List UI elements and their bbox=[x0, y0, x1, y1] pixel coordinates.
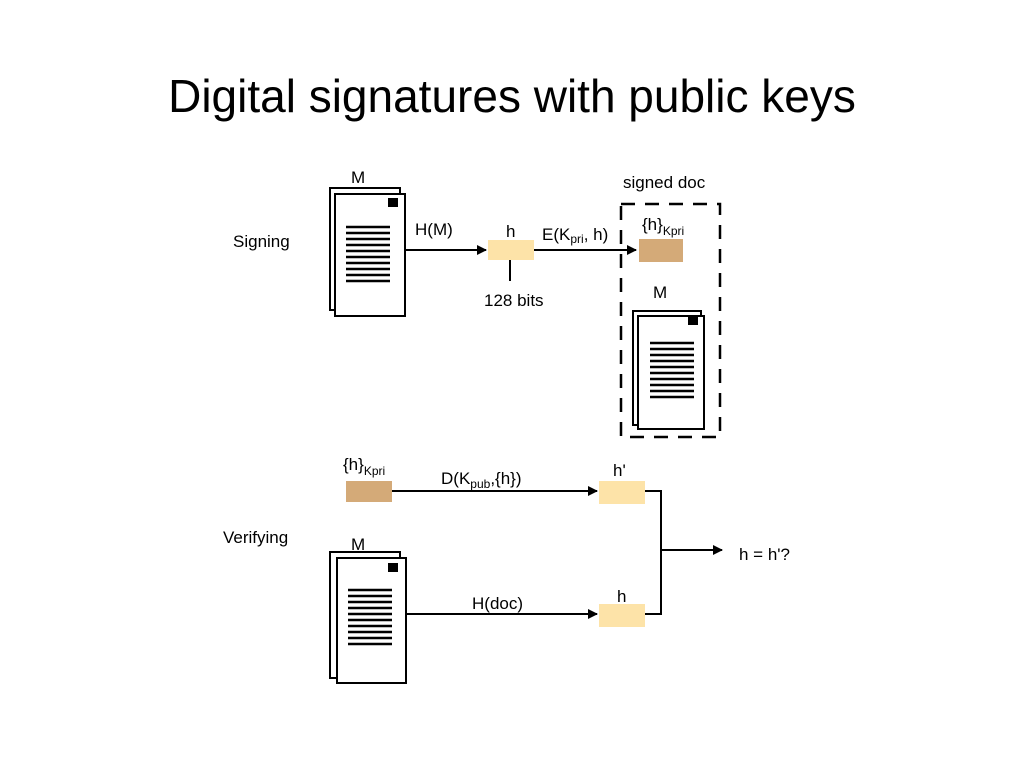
verify-h-box bbox=[599, 604, 645, 627]
signed-hash-sub: Kpri bbox=[663, 224, 684, 238]
verify-signed-hash-box bbox=[346, 481, 392, 502]
compare-label: h = h'? bbox=[739, 545, 790, 564]
verifying-label: Verifying bbox=[223, 528, 288, 547]
signing-label: Signing bbox=[233, 232, 290, 251]
signed-hash-box bbox=[639, 239, 683, 262]
decrypt-fn-sub: pub bbox=[470, 477, 490, 491]
signed-hash-main: {h} bbox=[642, 215, 663, 234]
decrypt-fn-main: D(K bbox=[441, 469, 471, 488]
signing-doc-label: M bbox=[351, 168, 365, 187]
decrypt-fn: D(Kpub,{h}) bbox=[441, 469, 522, 491]
verify-signed-hash-label: {h}Kpri bbox=[343, 455, 385, 478]
signing-hash-fn: H(M) bbox=[415, 220, 453, 239]
h-prime-label: h' bbox=[613, 461, 626, 480]
verify-doc-label: M bbox=[351, 535, 365, 554]
encrypt-fn-end: , h) bbox=[584, 225, 609, 244]
decrypt-fn-end: ,{h}) bbox=[490, 469, 521, 488]
verify-document-icon bbox=[329, 551, 407, 684]
encrypt-fn: E(Kpri, h) bbox=[542, 225, 608, 246]
slide-title: Digital signatures with public keys bbox=[168, 70, 856, 122]
verify-hash-fn: H(doc) bbox=[472, 594, 523, 613]
h-prime-box bbox=[599, 481, 645, 504]
encrypt-fn-main: E(K bbox=[542, 225, 571, 244]
verify-signed-hash-sub: Kpri bbox=[364, 464, 385, 478]
signed-doc-container bbox=[619, 202, 722, 439]
signed-doc-m-label: M bbox=[653, 283, 667, 302]
signing-hash-box bbox=[488, 240, 534, 260]
signed-document-icon bbox=[632, 310, 705, 430]
bits-label: 128 bits bbox=[484, 291, 544, 310]
signed-doc-label: signed doc bbox=[623, 173, 706, 192]
verify-signed-hash-main: {h} bbox=[343, 455, 364, 474]
signing-hash-box-label: h bbox=[506, 222, 515, 241]
compare-bracket bbox=[645, 490, 662, 615]
encrypt-fn-sub: pri bbox=[570, 232, 583, 246]
signed-hash-label: {h}Kpri bbox=[642, 215, 684, 238]
verify-h-label: h bbox=[617, 587, 626, 606]
signing-document-icon bbox=[329, 187, 406, 317]
